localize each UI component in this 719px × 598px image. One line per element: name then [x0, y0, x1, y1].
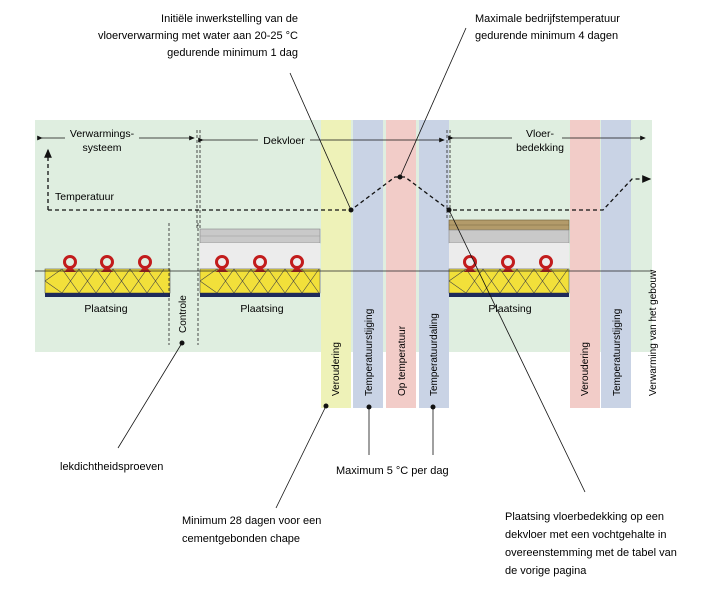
pipe-clip-2 [101, 266, 113, 272]
annotation-floor-covering-1: Plaatsing vloerbedekking op een [505, 511, 664, 523]
annotation-min-aging-2: cementgebonden chape [182, 533, 300, 545]
annotation-initial-heating-1: Initiële inwerkstelling van de [161, 13, 298, 25]
floor-covering-label-2: bedekking [516, 142, 564, 154]
leader-max-temperature [399, 27, 467, 178]
leader-min-aging [275, 405, 327, 509]
annotation-max-rate: Maximum 5 °C per dag [336, 465, 449, 477]
annotation-initial-heating-2: vloerverwarming met water aan 20-25 °C [98, 30, 298, 42]
pipe-clip-4 [216, 266, 228, 272]
screed-label: Dekvloer [263, 135, 305, 147]
temp-rise-band [353, 120, 383, 408]
temp-rise-label-2: Temperatuurstijging [612, 309, 623, 396]
annotation-min-aging-1: Minimum 28 dagen voor een [182, 515, 321, 527]
pipe-clip-1 [64, 266, 76, 272]
annotation-initial-heating-3: gedurende minimum 1 dag [167, 47, 298, 59]
floor-covering-label-bg [512, 127, 562, 155]
heating-system-label-bg [65, 127, 139, 155]
rate-point-2 [430, 404, 436, 410]
annotation-floor-covering-3: overeenstemming met de tabel van [505, 547, 677, 559]
placement-label-1: Plaatsing [84, 303, 127, 315]
placement-label-2: Plaatsing [240, 303, 283, 315]
placement-label-3: Plaatsing [488, 303, 531, 315]
aging-band [321, 120, 351, 408]
pipe-clip-7 [464, 266, 476, 272]
annotation-floor-covering-4: de vorige pagina [505, 565, 587, 577]
aging-label: Veroudering [331, 342, 342, 396]
leader-floor-covering [448, 209, 586, 493]
heating-system-label-1: Verwarmings- [70, 128, 135, 140]
annotation-max-temperature-2: gedurende minimum 4 dagen [475, 30, 618, 42]
building-heating-label: Verwarming van het gebouw [648, 269, 659, 396]
pipe-clip-9 [540, 266, 552, 272]
at-temperature-band [386, 120, 416, 408]
aging-label-2: Veroudering [580, 342, 591, 396]
pipe-clip-8 [502, 266, 514, 272]
pipe-clip-6 [291, 266, 303, 272]
floor-section-1 [44, 268, 171, 297]
temp-rise-label: Temperatuurstijging [364, 309, 375, 396]
leader-leak-tests [117, 342, 183, 449]
temperature-label: Temperatuur [55, 191, 114, 203]
control-label: Controle [178, 295, 189, 333]
leader-initial-heating [289, 72, 352, 211]
heating-pipes [63, 255, 553, 272]
at-temperature-label: Op temperatuur [397, 325, 408, 396]
floor-covering-label-1: Vloer- [526, 128, 555, 140]
temperature-curve-main [48, 175, 652, 211]
pipe-clip-3 [139, 266, 151, 272]
temp-drop-label: Temperatuurdaling [429, 313, 440, 396]
aging-band-2 [570, 120, 600, 408]
temp-drop-band [419, 120, 449, 408]
rate-point-1 [366, 404, 372, 410]
aging-point [323, 403, 329, 409]
annotation-floor-covering-2: dekvloer met een vochtgehalte in [505, 529, 666, 541]
pipe-clip-5 [254, 266, 266, 272]
heating-system-label-2: systeem [82, 142, 121, 154]
annotation-max-temperature-1: Maximale bedrijfstemperatuur [475, 13, 620, 25]
temp-rise-band-2 [601, 120, 631, 408]
screed-label-bg [258, 133, 310, 147]
annotation-leak-tests: lekdichtheidsproeven [60, 461, 163, 473]
